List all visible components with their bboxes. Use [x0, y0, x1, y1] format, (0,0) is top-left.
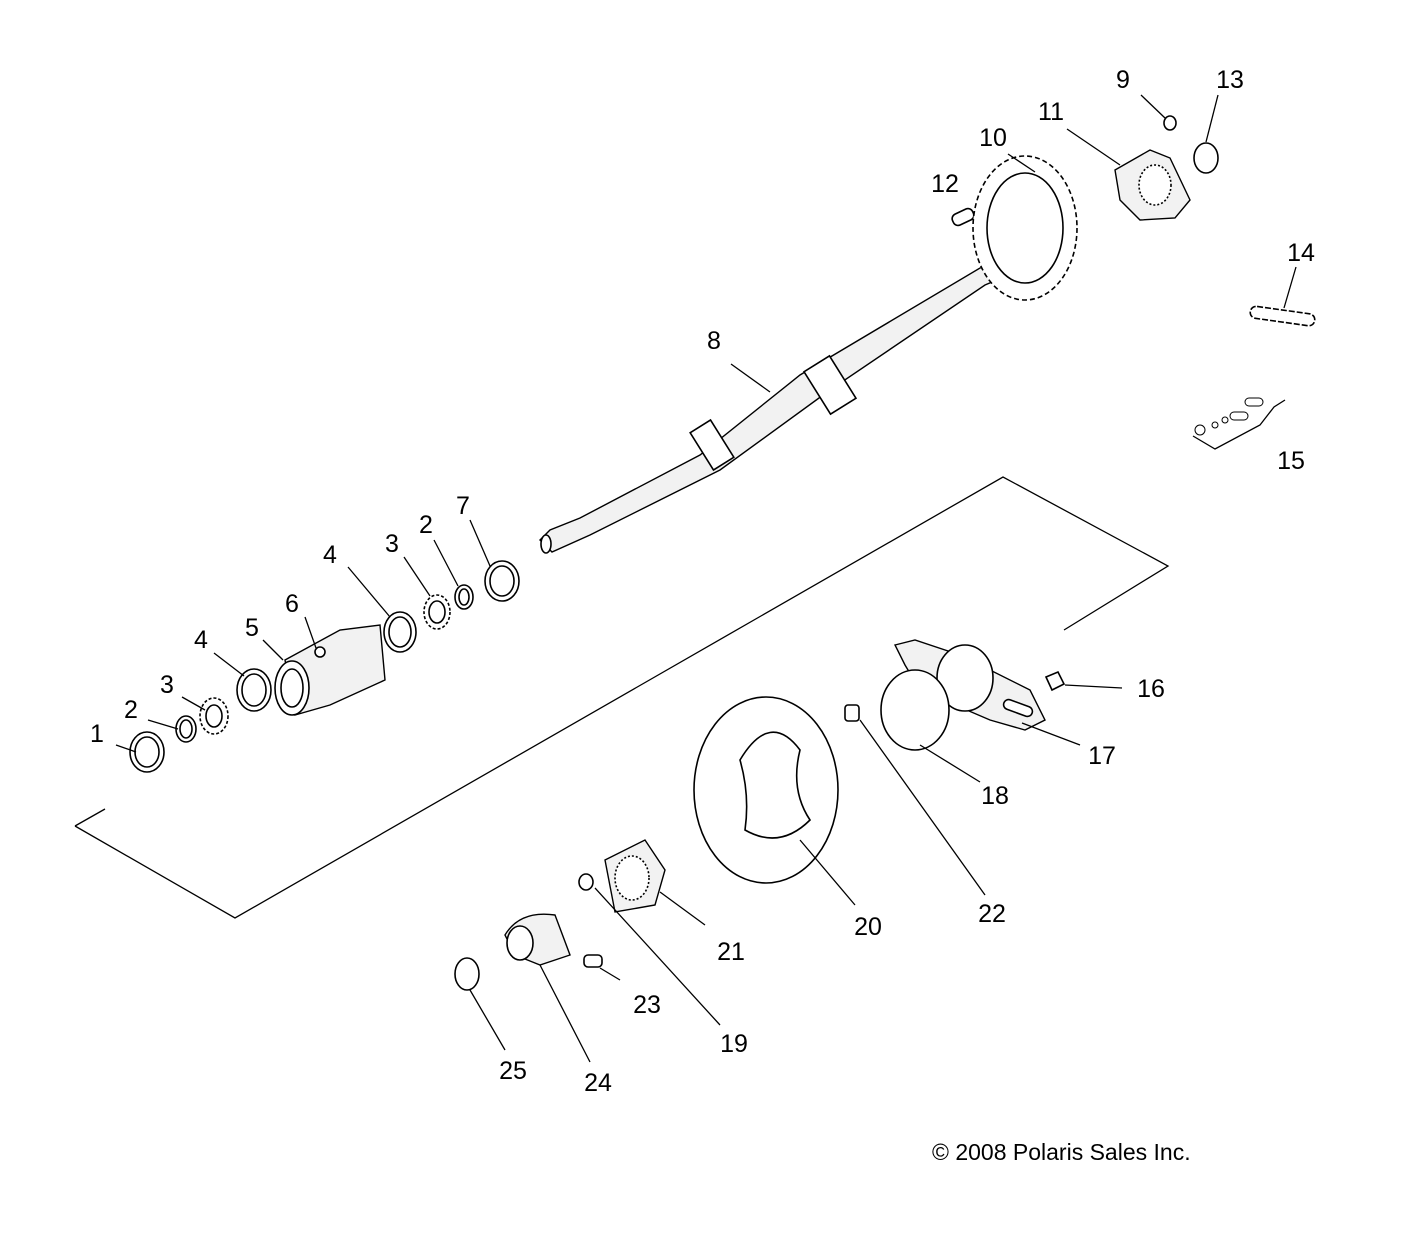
callout-18: 18	[981, 782, 1009, 810]
callout-11: 11	[1038, 98, 1064, 126]
callout-17: 17	[1088, 742, 1116, 770]
callout-13: 13	[1216, 66, 1244, 94]
callout-4: 4	[194, 626, 208, 654]
callout-20: 20	[854, 913, 882, 941]
callout-2: 2	[419, 511, 433, 539]
callout-4: 4	[323, 541, 337, 569]
callout-25: 25	[499, 1057, 527, 1085]
brake-bracket	[844, 639, 1066, 751]
callout-labels: 1 2 3 4 5 6 4 3 2 7 8 9 10 11 12 13 14 1…	[90, 66, 1315, 1097]
copyright-notice: © 2008 Polaris Sales Inc.	[932, 1139, 1191, 1165]
callout-7: 7	[456, 492, 470, 520]
callout-23: 23	[633, 991, 661, 1019]
callout-9: 9	[1116, 66, 1130, 94]
bearing-parts-left	[129, 560, 520, 773]
callout-14: 14	[1287, 239, 1315, 267]
callout-5: 5	[245, 614, 259, 642]
callout-6: 6	[285, 590, 299, 618]
chain-parts	[1192, 305, 1316, 450]
callout-2: 2	[124, 696, 138, 724]
assembly-bracket	[74, 476, 1170, 919]
brake-rotor	[693, 696, 839, 884]
callout-10: 10	[979, 124, 1007, 152]
callout-12: 12	[931, 170, 959, 198]
sprocket-assembly	[951, 115, 1219, 301]
callout-24: 24	[584, 1069, 612, 1097]
callout-3: 3	[385, 530, 399, 558]
callout-16: 16	[1137, 675, 1165, 703]
callout-1: 1	[90, 720, 104, 748]
rear-axle-shaft	[539, 261, 1018, 554]
callout-22: 22	[978, 900, 1006, 928]
callout-19: 19	[720, 1030, 748, 1058]
leader-lines	[115, 94, 1297, 1063]
callout-8: 8	[707, 327, 721, 355]
hub-and-carrier	[454, 839, 666, 991]
callout-21: 21	[717, 938, 745, 966]
callout-15: 15	[1277, 447, 1305, 475]
callout-3: 3	[160, 671, 174, 699]
